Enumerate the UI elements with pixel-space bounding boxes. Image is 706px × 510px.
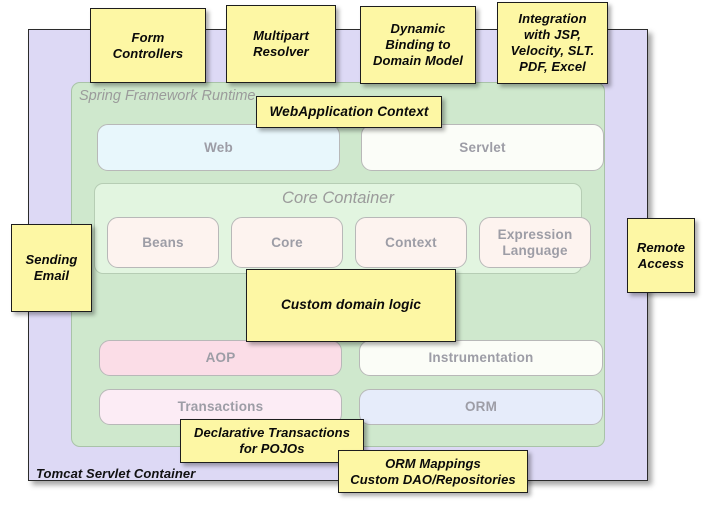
note-declarative-transactions[interactable]: Declarative Transactions for POJOs (180, 419, 364, 463)
note-multipart-resolver[interactable]: Multipart Resolver (226, 5, 336, 83)
module-servlet-label: Servlet (459, 139, 506, 155)
note-sending-email[interactable]: Sending Email (11, 224, 92, 312)
note-webapplication-context[interactable]: WebApplication Context (256, 96, 442, 128)
note-remote-access[interactable]: Remote Access (627, 218, 695, 293)
note-form-controllers-text: Form Controllers (112, 29, 184, 61)
note-sending-email-text: Sending Email (25, 252, 78, 283)
note-declarative-transactions-text: Declarative Transactions for POJOs (193, 425, 351, 456)
note-custom-domain-logic[interactable]: Custom domain logic (246, 269, 456, 342)
module-instrumentation: Instrumentation (359, 340, 603, 376)
module-expression-language: Expression Language (479, 217, 591, 268)
spring-framework-runtime-label: Spring Framework Runtime (79, 88, 256, 104)
module-beans: Beans (107, 217, 219, 268)
module-aop-label: AOP (205, 350, 236, 366)
module-core: Core (231, 217, 343, 268)
note-orm-mappings[interactable]: ORM Mappings Custom DAO/Repositories (338, 450, 528, 493)
module-core-label: Core (271, 234, 303, 250)
note-multipart-resolver-text: Multipart Resolver (253, 28, 309, 59)
note-form-controllers[interactable]: Form Controllers (90, 8, 206, 83)
module-context: Context (355, 217, 467, 268)
module-aop: AOP (99, 340, 342, 376)
note-dynamic-binding-text: Dynamic Binding to Domain Model (372, 21, 464, 68)
module-servlet: Servlet (361, 124, 604, 171)
note-webapplication-context-text: WebApplication Context (269, 103, 429, 119)
module-orm: ORM (359, 389, 603, 425)
note-orm-mappings-text: ORM Mappings Custom DAO/Repositories (350, 455, 516, 487)
note-integration-views-text: Integration with JSP, Velocity, SLT. PDF… (510, 11, 595, 74)
module-instrumentation-label: Instrumentation (428, 350, 534, 366)
module-web-label: Web (204, 139, 233, 155)
module-orm-label: ORM (464, 399, 498, 415)
module-beans-label: Beans (142, 234, 184, 250)
core-container-label: Core Container (282, 189, 394, 207)
module-transactions-label: Transactions (177, 399, 264, 415)
module-expression-language-label: Expression Language (497, 226, 573, 258)
module-context-label: Context (385, 234, 437, 250)
note-custom-domain-logic-text: Custom domain logic (280, 297, 422, 313)
module-web: Web (97, 124, 340, 171)
note-integration-views[interactable]: Integration with JSP, Velocity, SLT. PDF… (497, 2, 608, 84)
note-remote-access-text: Remote Access (636, 239, 686, 271)
tomcat-servlet-container-label: Tomcat Servlet Container (36, 466, 196, 481)
note-dynamic-binding[interactable]: Dynamic Binding to Domain Model (360, 6, 476, 84)
